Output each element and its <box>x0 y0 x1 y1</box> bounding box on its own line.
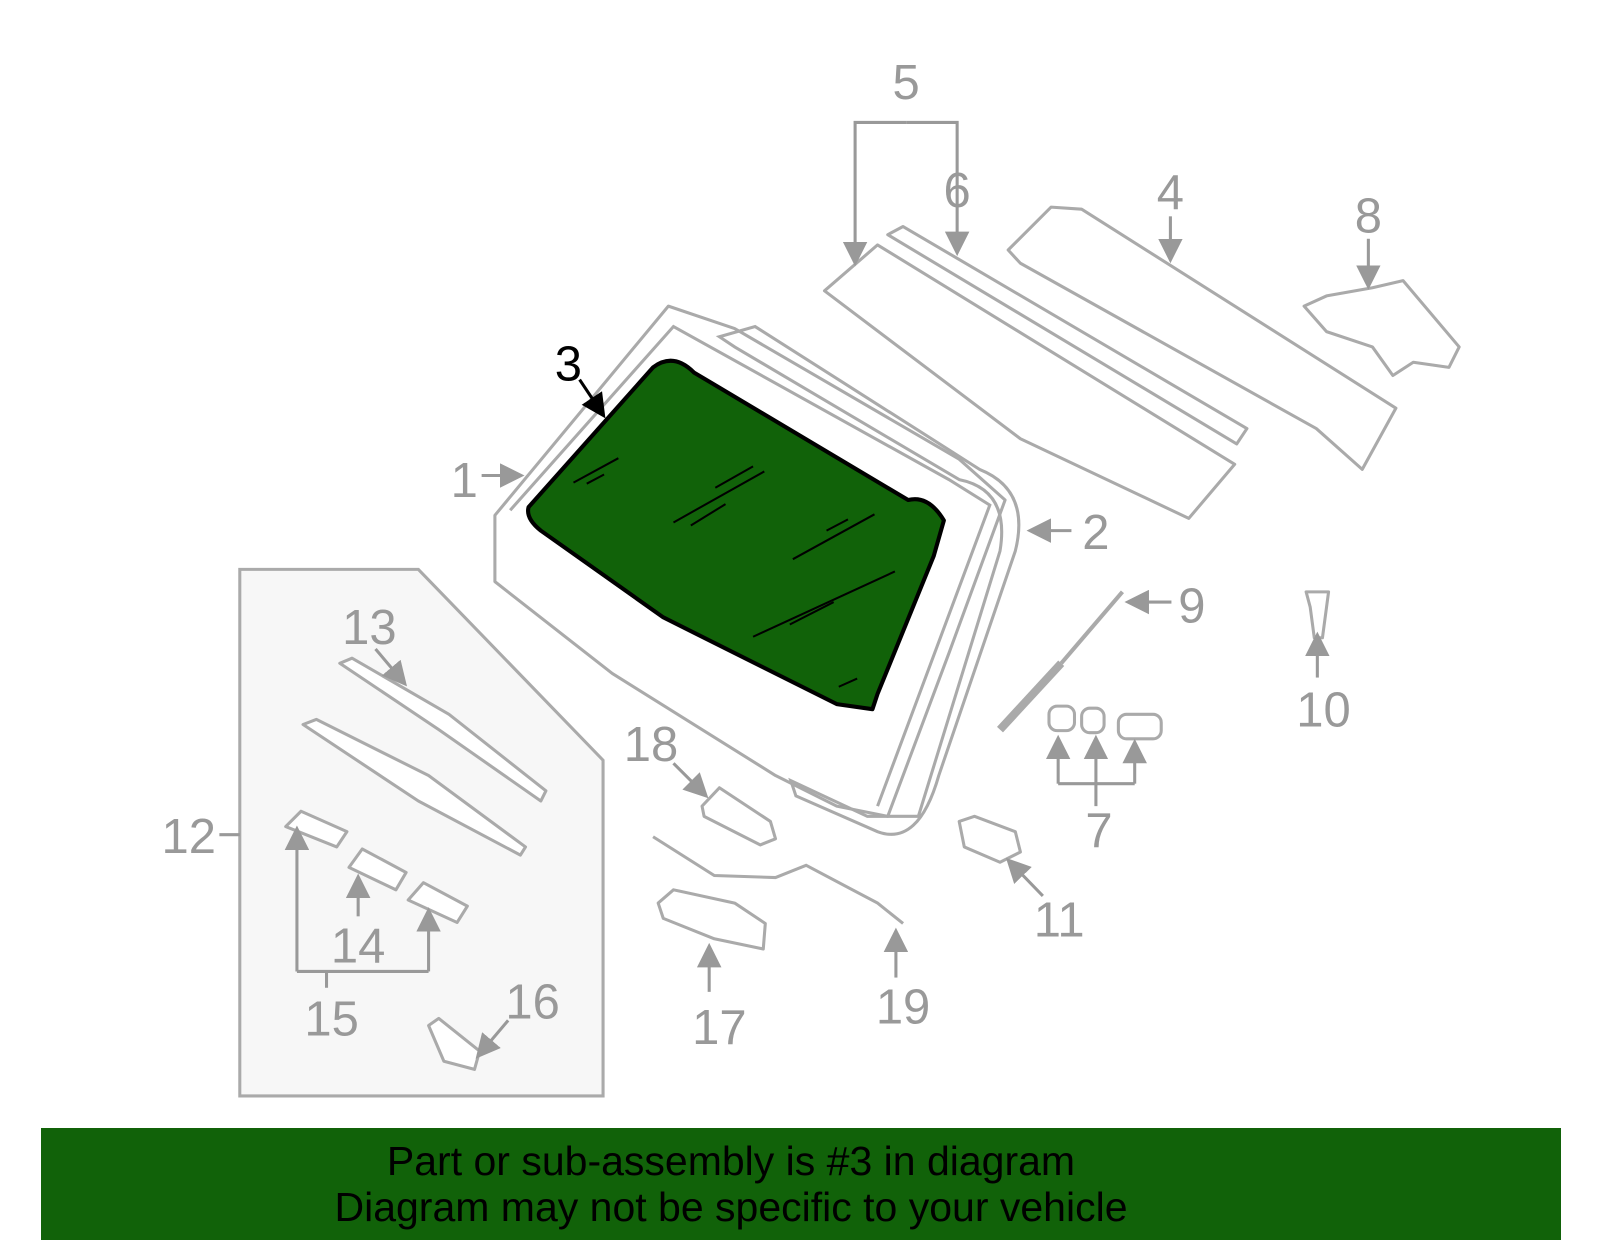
molding-part-13[interactable] <box>338 656 548 803</box>
part-18[interactable] <box>700 786 778 847</box>
socket-part-16[interactable] <box>427 1016 482 1071</box>
rear-glass-part-3[interactable] <box>526 358 946 712</box>
callout-4: 4 <box>1157 166 1184 220</box>
lamp-part-14[interactable] <box>347 847 408 892</box>
part-info-banner: Part or sub-assembly is #3 in diagram Di… <box>41 1128 1561 1240</box>
callout-12: 12 <box>162 810 216 864</box>
weatherstrip-part-2[interactable] <box>715 324 1021 836</box>
trim-panel-part-5[interactable] <box>822 243 1237 520</box>
callout-6: 6 <box>944 164 971 218</box>
trim-strip-part-6[interactable] <box>886 225 1249 446</box>
callout-7: 7 <box>1085 804 1112 858</box>
callout-11: 11 <box>1034 894 1085 948</box>
callout-1: 1 <box>451 454 478 508</box>
callout-2: 2 <box>1082 506 1109 560</box>
bolt-part-10[interactable] <box>1304 590 1331 640</box>
banner-line-2: Diagram may not be specific to your vehi… <box>334 1184 1128 1230</box>
hinge-part-8[interactable] <box>1302 279 1461 378</box>
callout-15: 15 <box>304 993 358 1047</box>
gas-strut-part-9[interactable] <box>997 590 1124 733</box>
callout-13: 13 <box>342 601 396 655</box>
banner-line-1: Part or sub-assembly is #3 in diagram <box>386 1138 1076 1184</box>
bumpers-part-7[interactable] <box>1047 704 1163 741</box>
callout-16: 16 <box>505 975 559 1029</box>
callout-8: 8 <box>1355 190 1382 244</box>
cable-part-19[interactable] <box>652 835 905 925</box>
callout-5: 5 <box>893 56 920 110</box>
spoiler-part-4[interactable] <box>1006 205 1398 471</box>
callout-3: 3 <box>555 338 582 392</box>
latch-part-17[interactable] <box>656 888 767 951</box>
callout-14: 14 <box>331 919 385 973</box>
bracket-part-11[interactable] <box>957 814 1022 864</box>
callout-19: 19 <box>876 980 930 1034</box>
callout-10: 10 <box>1296 684 1350 738</box>
callout-9: 9 <box>1178 579 1205 633</box>
leader-lines <box>219 120 1381 1059</box>
license-garnish[interactable] <box>301 717 528 857</box>
callout-18: 18 <box>624 718 678 772</box>
lamp-part-15a[interactable] <box>284 809 349 849</box>
subassembly-box <box>238 567 605 1098</box>
lamp-part-15b[interactable] <box>406 881 469 924</box>
callout-17: 17 <box>692 1001 746 1055</box>
glass-reflection-lines <box>572 457 896 688</box>
